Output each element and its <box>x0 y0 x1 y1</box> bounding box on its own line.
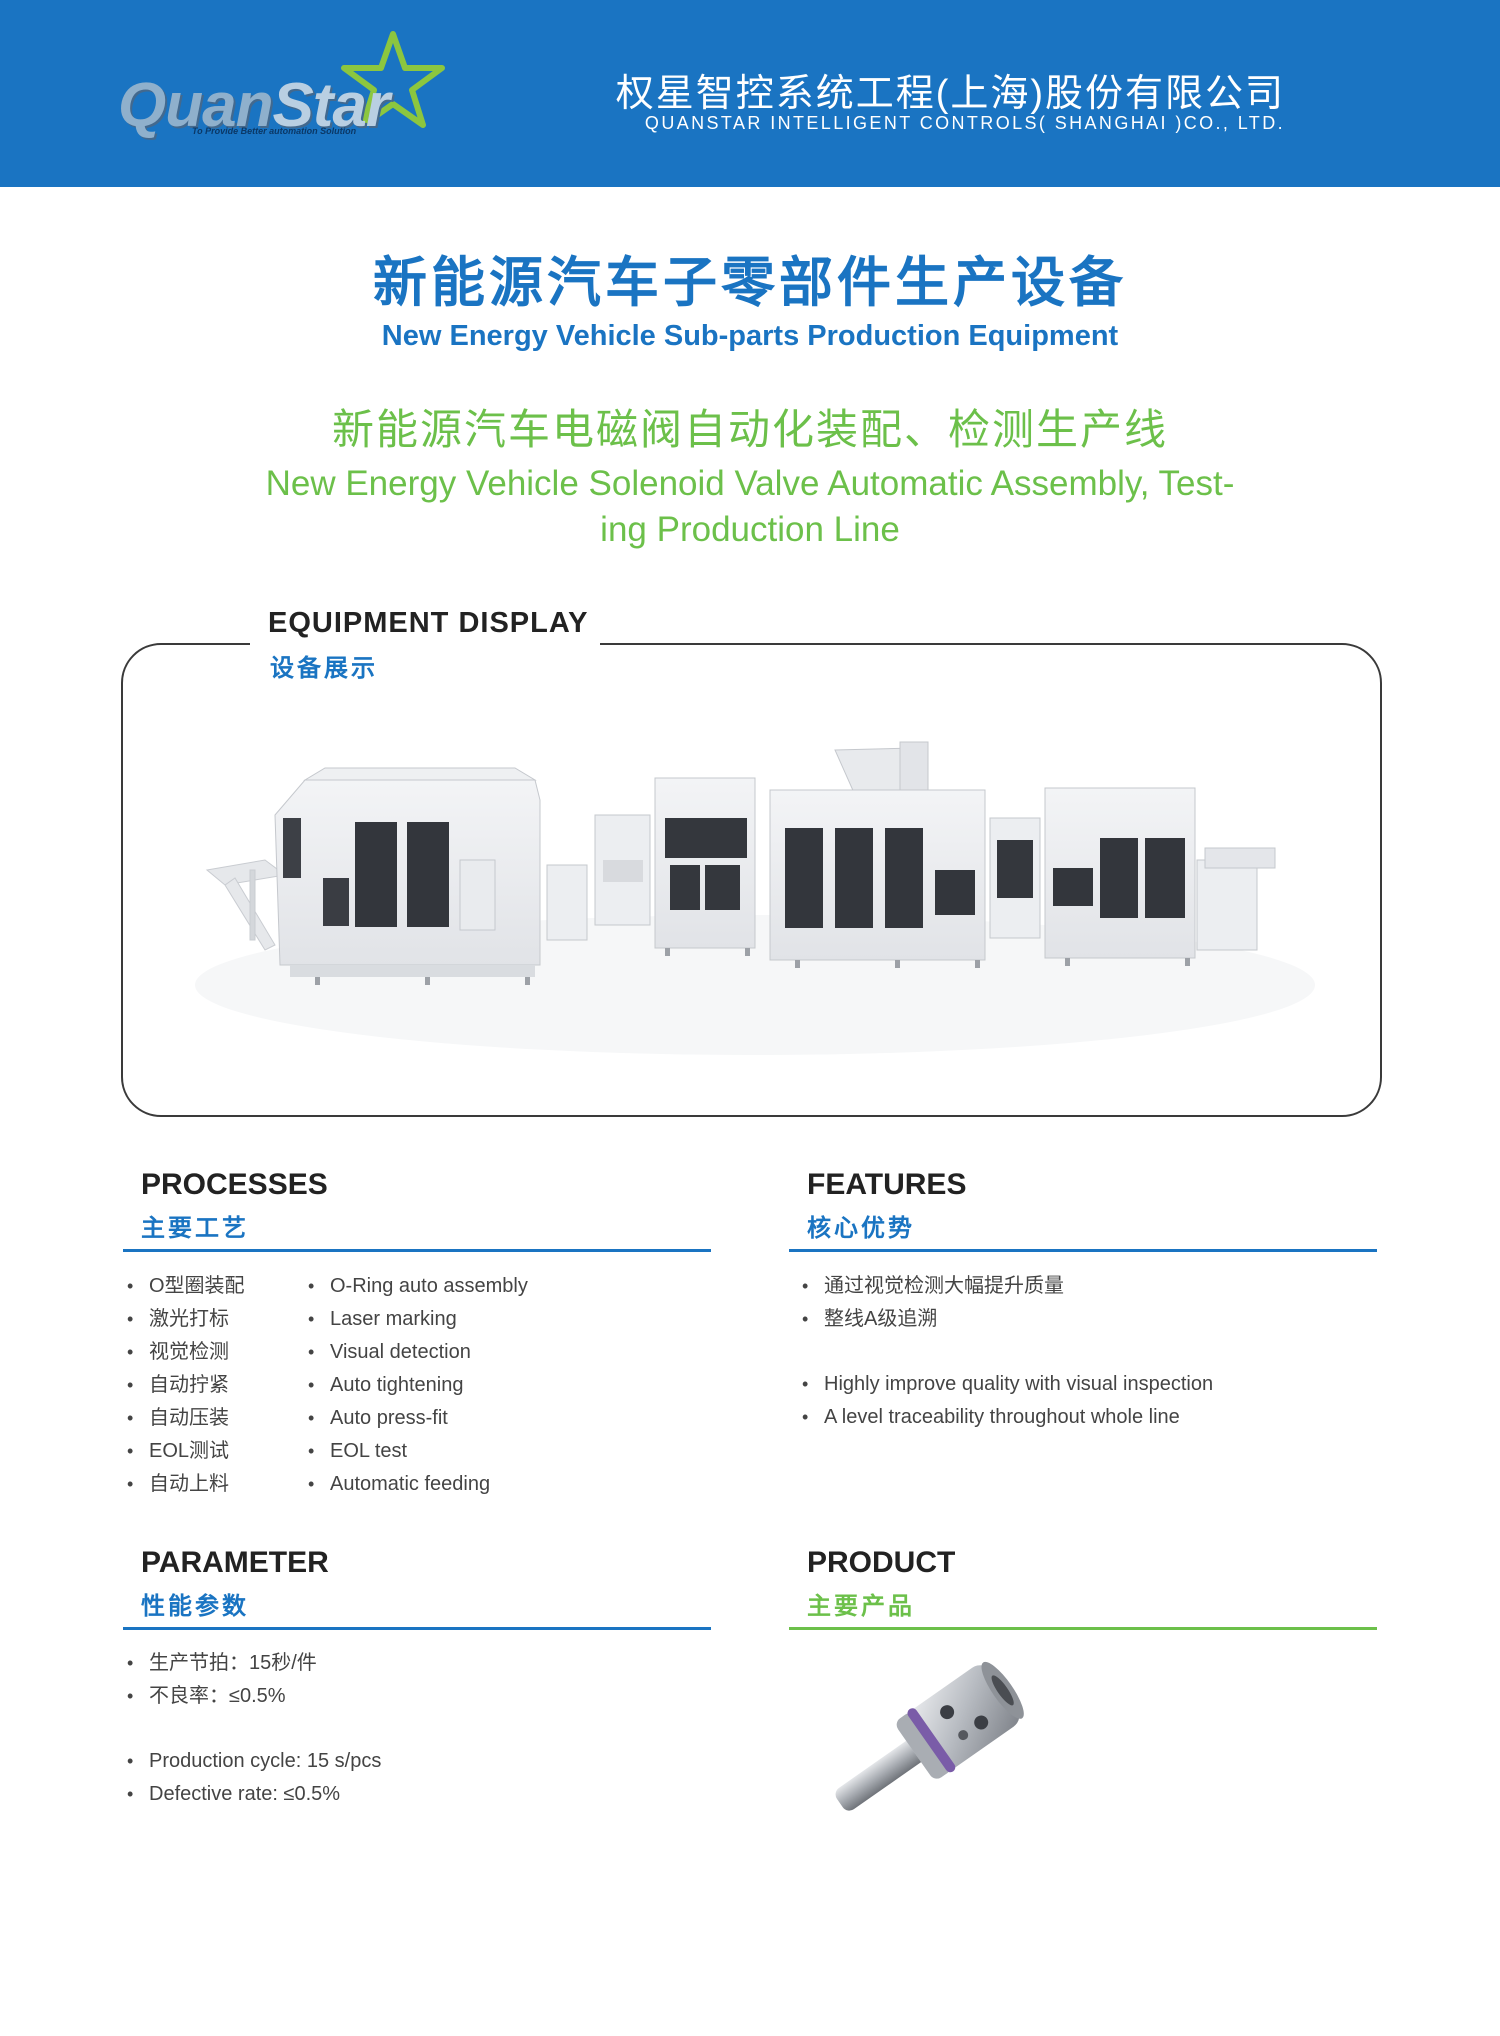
solenoid-valve-product-image <box>835 1661 1024 1811</box>
list-item: 自动拧紧 <box>127 1369 245 1402</box>
processes-subtitle: 主要工艺 <box>141 1215 249 1242</box>
header-banner <box>0 0 1500 187</box>
list-item: O-Ring auto assembly <box>308 1270 528 1303</box>
equipment-display-frame <box>121 643 1382 1117</box>
list-item: 整线A级追溯 <box>802 1303 1064 1336</box>
product-divider <box>789 1627 1377 1630</box>
product-line-title-en-line1: New Energy Vehicle Solenoid Valve Automa… <box>265 464 1235 503</box>
list-item: Auto press-fit <box>308 1402 528 1435</box>
list-item: Production cycle: 15 s/pcs <box>127 1745 381 1778</box>
logo-tagline: To Provide Better automation Solution <box>192 126 357 136</box>
production-line-illustration <box>195 741 1315 1055</box>
parameter-subtitle: 性能参数 <box>141 1593 249 1620</box>
product-line-title-cn: 新能源汽车电磁阀自动化装配、检测生产线 <box>331 406 1168 453</box>
list-item: 视觉检测 <box>127 1336 245 1369</box>
equipment-display-title: EQUIPMENT DISPLAY <box>268 607 589 639</box>
parameter-list-cn: 生产节拍：15秒/件 不良率：≤0.5% <box>127 1647 317 1713</box>
list-item: EOL test <box>308 1435 528 1468</box>
list-item: 通过视觉检测大幅提升质量 <box>802 1270 1064 1303</box>
logo-star-icon <box>341 31 445 128</box>
list-item: Defective rate: ≤0.5% <box>127 1778 381 1811</box>
company-logo: QuanStar To Provide Better automation So… <box>110 30 445 150</box>
features-title: FEATURES <box>807 1168 967 1201</box>
company-name-cn: 权星智控系统工程(上海)股份有限公司 <box>615 73 1285 115</box>
processes-divider <box>123 1249 711 1252</box>
parameter-divider <box>123 1627 711 1630</box>
equipment-display-subtitle: 设备展示 <box>270 655 378 682</box>
list-item: Automatic feeding <box>308 1468 528 1501</box>
processes-title: PROCESSES <box>141 1168 328 1201</box>
logo-wordmark: QuanStar <box>118 71 390 140</box>
list-item: O型圈装配 <box>127 1270 245 1303</box>
list-item: Highly improve quality with visual inspe… <box>802 1368 1213 1401</box>
product-title: PRODUCT <box>807 1546 956 1579</box>
list-item: 不良率：≤0.5% <box>127 1680 317 1713</box>
page-title-cn: 新能源汽车子零部件生产设备 <box>373 250 1127 314</box>
features-subtitle: 核心优势 <box>807 1215 915 1242</box>
parameter-title: PARAMETER <box>141 1546 329 1579</box>
features-divider <box>789 1249 1377 1252</box>
list-item: EOL测试 <box>127 1435 245 1468</box>
list-item: 自动上料 <box>127 1468 245 1501</box>
company-name-en: QUANSTAR INTELLIGENT CONTROLS( SHANGHAI … <box>644 113 1285 133</box>
parameter-list-en: Production cycle: 15 s/pcs Defective rat… <box>127 1745 381 1811</box>
list-item: Visual detection <box>308 1336 528 1369</box>
list-item: Auto tightening <box>308 1369 528 1402</box>
list-item: 生产节拍：15秒/件 <box>127 1647 317 1680</box>
list-item: A level traceability throughout whole li… <box>802 1401 1213 1434</box>
processes-list-en: O-Ring auto assembly Laser marking Visua… <box>308 1270 528 1501</box>
list-item: 自动压装 <box>127 1402 245 1435</box>
features-list-cn: 通过视觉检测大幅提升质量 整线A级追溯 <box>802 1270 1064 1336</box>
list-item: Laser marking <box>308 1303 528 1336</box>
list-item: 激光打标 <box>127 1303 245 1336</box>
page-title-en: New Energy Vehicle Sub-parts Production … <box>381 320 1119 352</box>
features-list-en: Highly improve quality with visual inspe… <box>802 1368 1213 1434</box>
processes-list-cn: O型圈装配 激光打标 视觉检测 自动拧紧 自动压装 EOL测试 自动上料 <box>127 1270 245 1501</box>
product-line-title-en-line2: ing Production Line <box>600 510 900 549</box>
product-subtitle: 主要产品 <box>807 1593 915 1620</box>
